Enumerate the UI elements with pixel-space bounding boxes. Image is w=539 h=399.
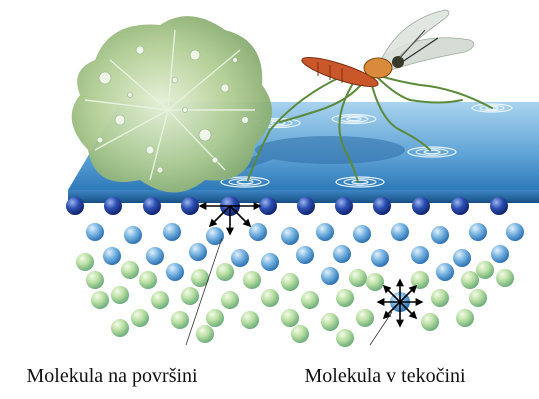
surface-molecule-label: Molekula na površini — [27, 365, 198, 388]
liquid-molecule-force-arrows — [378, 280, 422, 326]
liquid-molecule-label: Molekula v tekočini — [305, 365, 466, 388]
label-leader-lines — [186, 238, 392, 345]
bulk-molecules — [76, 223, 524, 347]
lady-mantle-leaf-with-droplets-icon — [72, 16, 272, 192]
